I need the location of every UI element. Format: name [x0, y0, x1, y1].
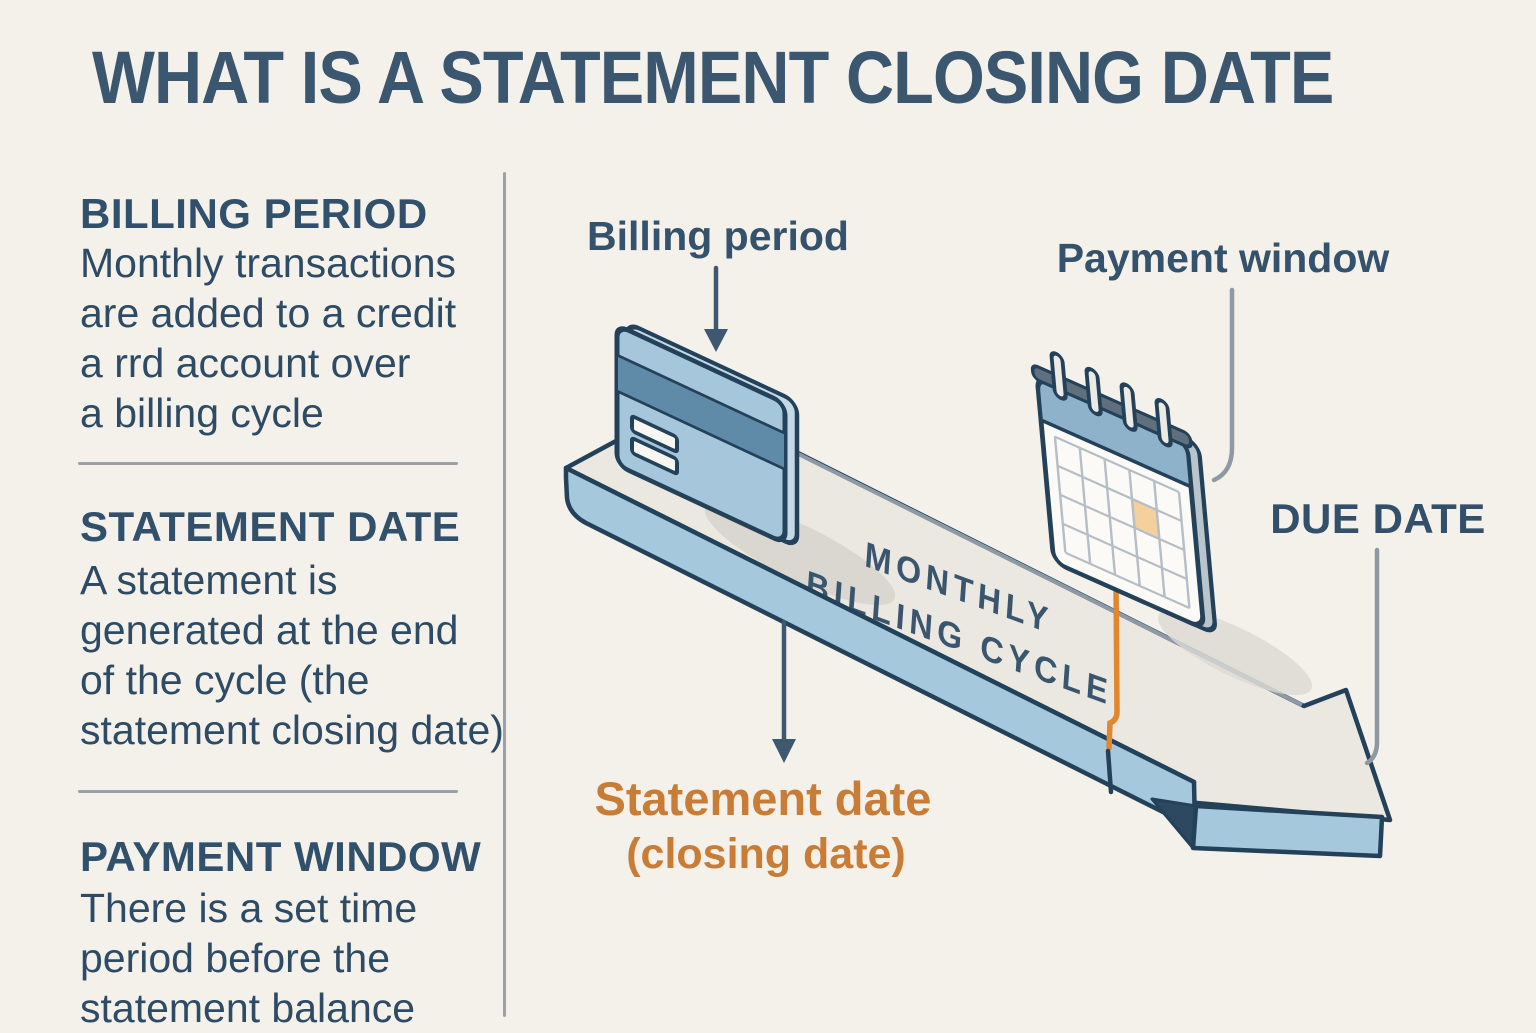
billing-period-arrowhead: [704, 329, 728, 352]
body-line: a billing cycle: [80, 390, 324, 436]
calendar-grid: [1053, 435, 1191, 610]
calendar-binding: [1030, 364, 1193, 449]
statement-date-heading: STATEMENT DATE: [80, 503, 461, 550]
statement-date-body: A statement is generated at the end of t…: [80, 555, 510, 755]
vertical-divider: [503, 172, 506, 1017]
due-date-connector: [1364, 547, 1380, 766]
body-line: There is a set time: [80, 885, 418, 931]
payment-window-body: There is a set time period before the st…: [80, 883, 510, 1033]
statement-date-marker-side: [1105, 748, 1114, 795]
section-divider: [78, 462, 458, 465]
body-line: statement balance: [80, 985, 416, 1031]
body-line: are added to a credit: [80, 290, 457, 336]
timeline-front-face: [563, 465, 1198, 831]
payment-window-connector: [1211, 287, 1235, 483]
billing-period-label: Billing period: [587, 213, 849, 259]
statement-date-marker-line: [1106, 580, 1120, 751]
statement-date-label: Statement date: [595, 772, 932, 825]
closing-date-label: (closing date): [626, 830, 906, 878]
body-line: a rrd account over: [80, 340, 411, 386]
calendar-ring: [1049, 351, 1068, 401]
card-chip-bar: [630, 414, 679, 454]
body-line: Monthly transactions: [80, 240, 457, 286]
billing-period-heading: BILLING PERIOD: [80, 190, 428, 237]
card-magstripe: [615, 352, 787, 472]
body-line: A statement is: [80, 557, 338, 603]
section-divider: [78, 790, 458, 793]
calendar-icon: [1030, 351, 1217, 633]
body-line: generated at the end: [80, 607, 459, 653]
body-line: of the cycle (the: [80, 657, 370, 703]
due-date-label: DUE DATE: [1270, 495, 1486, 542]
payment-window-label: Payment window: [1057, 235, 1390, 281]
billing-period-body: Monthly transactions are added to a cred…: [80, 238, 510, 438]
body-line: statement closing date): [80, 707, 504, 753]
payment-window-heading: PAYMENT WINDOW: [80, 833, 482, 880]
calendar-ring: [1084, 366, 1103, 417]
calendar-ring: [1154, 398, 1173, 448]
arrowhead-underside: [1150, 797, 1198, 850]
calendar-shadow: [1157, 608, 1313, 696]
body-line: period before the: [80, 935, 391, 981]
page-title: WHAT IS A STATEMENT CLOSING DATE: [92, 36, 1334, 119]
calendar-ring: [1119, 382, 1138, 432]
statement-date-arrowhead: [772, 739, 796, 763]
arrowhead-front-face: [1190, 803, 1385, 859]
credit-card-icon: [614, 324, 800, 546]
card-chip-bar: [630, 436, 679, 476]
